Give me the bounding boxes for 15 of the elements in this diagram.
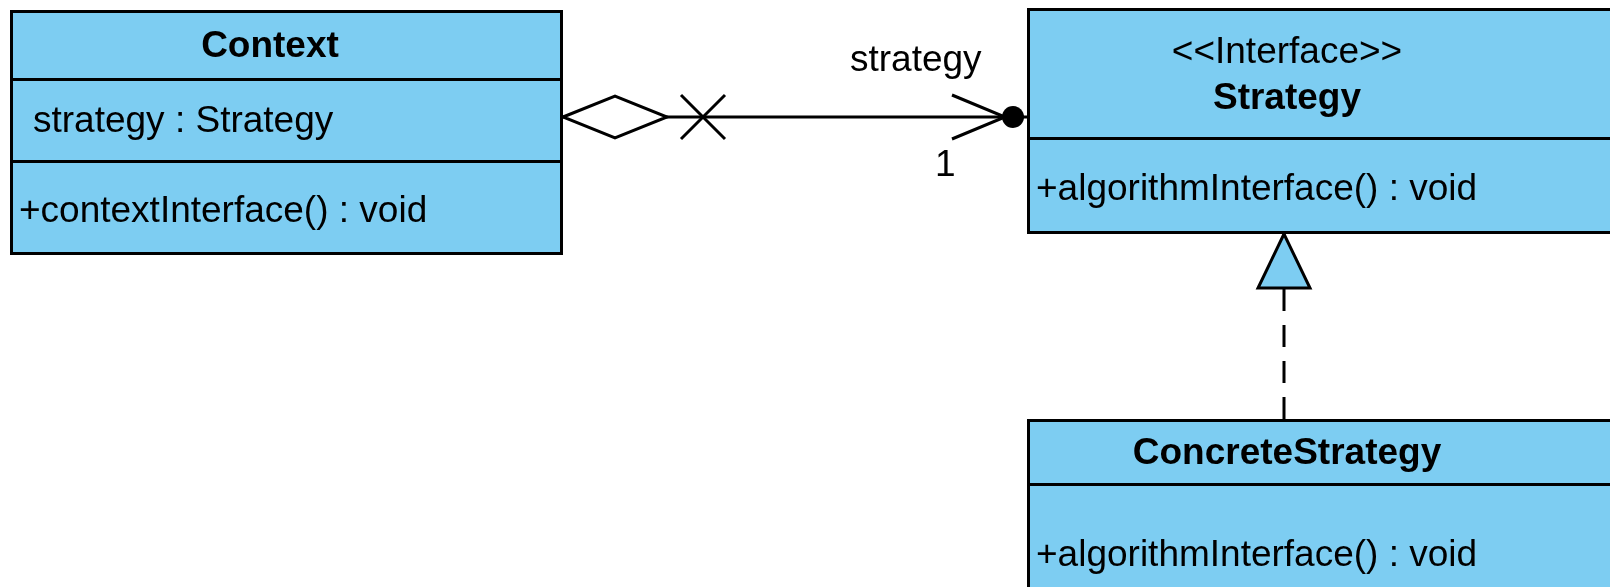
operation-text: +contextInterface() : void [18, 188, 428, 233]
attribute-text: strategy : Strategy [32, 98, 334, 143]
realization-arrow [1256, 232, 1312, 419]
aggregation-association-line [561, 93, 1027, 141]
role-name: strategy [850, 40, 982, 77]
class-name: ConcreteStrategy [1131, 430, 1443, 475]
stereotype-text: <<Interface>> [1170, 28, 1404, 73]
operation-text: +algorithmInterface() : void [1035, 166, 1478, 211]
class-name: Context [200, 23, 340, 68]
class-box [10, 10, 563, 255]
class-box [1027, 8, 1610, 234]
class-box [1027, 419, 1610, 587]
class-name: Strategy [1211, 75, 1363, 119]
multiplicity-label: 1 [935, 145, 956, 182]
operation-text: +algorithmInterface() : void [1035, 531, 1478, 576]
